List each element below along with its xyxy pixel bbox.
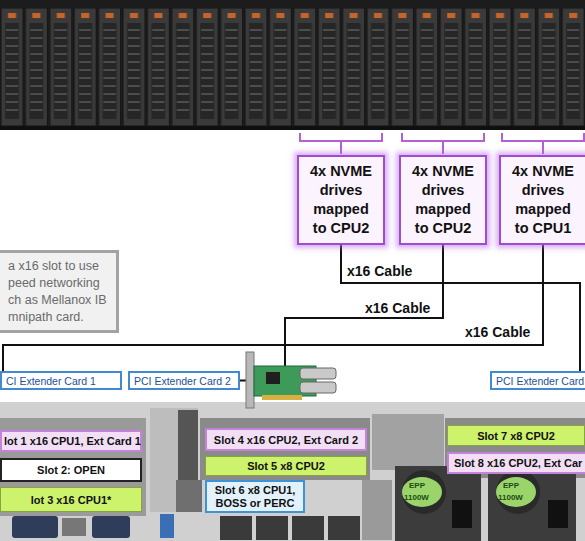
node-text-group: 4x NVME drives mapped to CPU1 [510,162,576,238]
nvme-box: 4x NVME drives mapped to CPU2 [399,155,487,245]
node-text-group: Slot 5 x8 CPU2 [247,460,325,472]
extender-label: CI Extender Card 1 [0,371,122,390]
node-text: 4x NVME drives mapped to CPU1 [510,162,576,238]
slot-box: Slot 8 x16 CPU2, Ext Car [447,452,585,474]
node-text-group: Slot 8 x16 CPU2, Ext Car [454,457,582,469]
extender-label: PCI Extender Card [490,371,585,390]
cable-connector [240,245,443,381]
node-text: Slot 2: OPEN [37,464,105,476]
node-text: 4x NVME drives mapped to CPU2 [410,162,476,238]
note-box: a x16 slot to use peed networking ch as … [0,250,119,333]
psu-label: EPP [503,481,519,490]
slot-box: Slot 4 x16 CPU2, Ext Card 2 [205,428,367,451]
node-text-group: PCI Extender Card [496,375,584,387]
psu-label: 1100W [404,493,429,502]
nvme-box: 4x NVME drives mapped to CPU1 [499,155,585,245]
node-text-group: CI Extender Card 1 [6,375,96,387]
cable-label: x16 Cable [365,300,430,316]
node-text-group: Slot 2: OPEN [37,464,105,476]
node-text: Slot 5 x8 CPU2 [247,460,325,472]
slot-box: lot 1 x16 CPU1, Ext Card 1 [0,430,142,452]
node-text: PCI Extender Card [496,375,584,387]
cable-connector [341,245,580,371]
extender-label: PCI Extender Card 2 [128,371,240,390]
node-text-group: PCI Extender Card 2 [134,375,231,387]
node-text: CI Extender Card 1 [6,375,96,387]
slot-box: Slot 7 x8 CPU2 [447,425,585,446]
node-text: Slot 7 x8 CPU2 [477,430,555,442]
node-text-group: lot 3 x16 CPU1* [31,494,112,506]
node-text: lot 3 x16 CPU1* [31,494,112,506]
slot-box: lot 3 x16 CPU1* [0,487,142,512]
nvme-box: 4x NVME drives mapped to CPU2 [297,155,385,245]
cable-label: x16 Cable [347,263,412,279]
slot-box: Slot 6 x8 CPU1, BOSS or PERC [205,480,305,513]
slot-box: Slot 2: OPEN [0,458,142,482]
node-text: 4x NVME drives mapped to CPU2 [308,162,374,238]
node-text-group: Slot 6 x8 CPU1, BOSS or PERC [207,484,303,510]
node-text: lot 1 x16 CPU1, Ext Card 1 [4,435,141,447]
node-text: Slot 6 x8 CPU1, BOSS or PERC [207,484,303,510]
node-text-group: 4x NVME drives mapped to CPU2 [410,162,476,238]
node-text-group: Slot 4 x16 CPU2, Ext Card 2 [214,434,358,446]
psu-label: 1100W [498,493,523,502]
node-text-group: lot 1 x16 CPU1, Ext Card 1 [4,435,141,447]
psu-label: EPP [409,481,425,490]
node-text: Slot 8 x16 CPU2, Ext Car [454,457,582,469]
node-text: Slot 4 x16 CPU2, Ext Card 2 [214,434,358,446]
node-text-group: Slot 7 x8 CPU2 [477,430,555,442]
cable-label: x16 Cable [465,324,530,340]
node-text: a x16 slot to use peed networking ch as … [8,258,112,326]
node-text-group: a x16 slot to use peed networking ch as … [8,258,112,326]
node-text-group: 4x NVME drives mapped to CPU2 [308,162,374,238]
slot-box: Slot 5 x8 CPU2 [205,456,367,476]
node-text: PCI Extender Card 2 [134,375,231,387]
